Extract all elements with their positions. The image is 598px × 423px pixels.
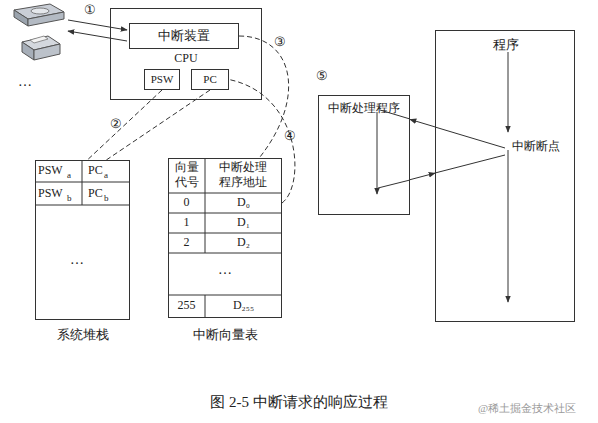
node-label: PSW [145,70,179,89]
flow-connector [410,119,435,127]
disk-icon [31,8,49,14]
node-label: CPU [111,51,261,65]
cpu-box: CPU 中断装置 PSW PC [110,8,262,100]
callout-label: ⑤ [316,68,328,84]
table-line [205,295,206,318]
table-line [82,160,83,205]
flow-connector [410,173,435,180]
dashed-connector [87,90,162,160]
callout-label: 1 [168,215,205,229]
handler-box: 中断处理程序 [318,95,410,215]
callout-label: … [70,252,84,269]
table-line [168,213,282,214]
callout-label: PC [88,186,103,200]
callout-label: ② [110,116,122,132]
table-line [35,182,130,183]
table-line [205,158,206,253]
node-label: 程序 [486,37,526,53]
leader-line [435,127,505,148]
callout-label: 2 [168,235,205,249]
node-label: PC [192,70,228,89]
device-icon [14,10,28,26]
callout-label: 向量代号 [170,160,204,190]
leader-line [435,155,505,173]
table-line [168,233,282,234]
figure-caption: 图 2-5 中断请求的响应过程 [0,393,598,411]
callout-label: b [67,193,72,204]
dashed-connector [239,36,289,158]
callout-label: D₀ [205,195,282,209]
callout-label: ① [84,2,96,18]
watermark: @稀土掘金技术社区 [478,402,576,415]
callout-label: D₂₅₅ [205,298,282,312]
flow-arrow [508,52,509,132]
program-box: 程序中断断点 [435,30,575,322]
callout-label: D₂ [205,235,282,249]
flow-arrow [377,112,378,194]
callout-label: … [168,262,282,279]
printer-icon [22,42,34,60]
table-line [35,205,130,206]
paper-icon [30,36,48,43]
callout-label: D₁ [205,215,282,229]
node-label: 系统堆栈 [36,327,129,343]
callout-label: a [104,170,108,181]
printer-icon [34,44,60,60]
printer-icon [22,36,60,50]
table-line [168,253,282,254]
node-label: 中断断点 [512,139,560,153]
callout-label: ④ [284,128,296,144]
node-label: 中断向量表 [169,327,281,343]
register-box: PSW [144,69,180,90]
callout-label: a [67,170,71,181]
reply-arrow [68,31,127,41]
callout-label: 中断处理程序地址 [214,160,272,190]
request-arrow [68,20,127,30]
callout-label: … [18,74,32,91]
node-label: 中断处理程序 [320,101,408,115]
leader-line [378,180,410,188]
callout-label: b [104,193,109,204]
table-line [168,295,282,296]
dashed-connector [106,90,210,160]
device-icon [14,4,64,19]
callout-label: ③ [274,34,286,50]
device-icon [28,12,64,26]
callout-label: 255 [168,298,205,312]
callout-label: PSW [38,186,63,200]
register-box: PC [191,69,229,90]
node-label: 中断装置 [130,24,238,48]
table-line [168,193,282,194]
callout-label: PC [88,163,103,177]
callout-label: 0 [168,195,205,209]
callout-label: PSW [38,163,63,177]
flow-arrow [508,150,509,302]
stack-table: 系统堆栈 [35,160,130,320]
device-box: 中断装置 [129,23,239,49]
